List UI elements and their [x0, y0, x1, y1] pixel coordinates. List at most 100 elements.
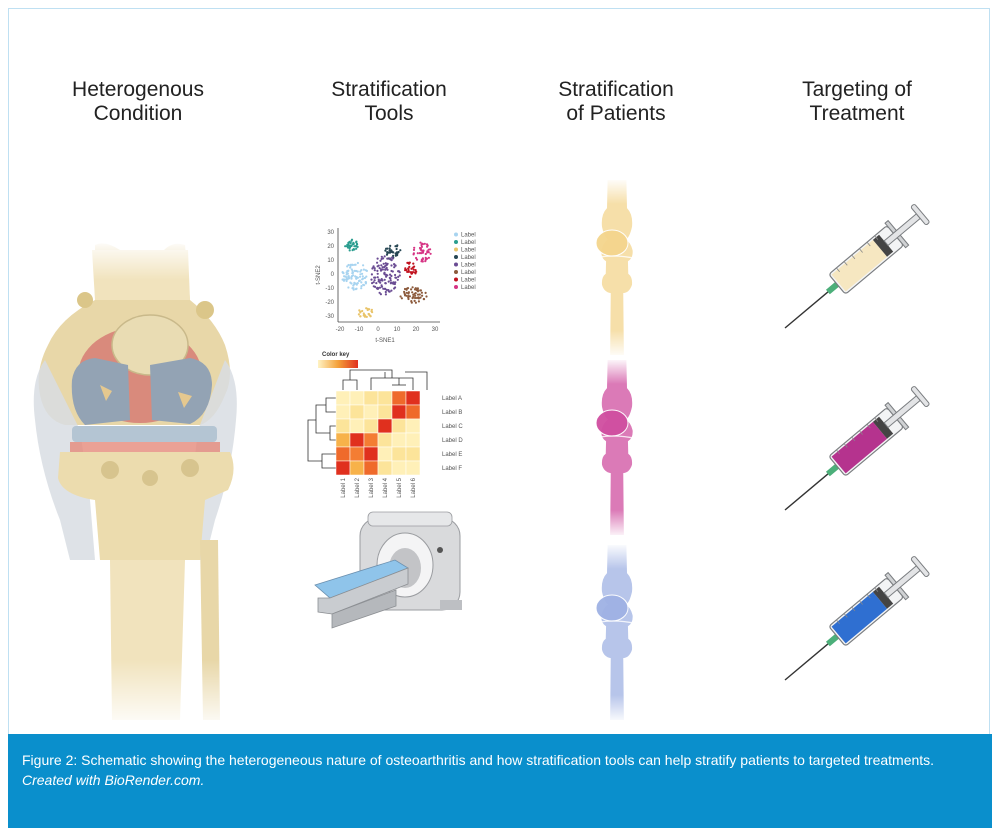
tsne-point: [371, 311, 373, 313]
tsne-point: [407, 295, 409, 297]
heatmap-cell: [392, 391, 406, 405]
heatmap-cell: [350, 391, 364, 405]
tsne-legend: LabelLabelLabelLabelLabelLabelLabelLabel: [454, 233, 476, 292]
tsne-point: [379, 282, 381, 284]
heatmap-column-dendrogram: [343, 370, 427, 390]
heatmap-col-label: Label 4: [383, 477, 389, 497]
syringe-needle: [785, 473, 829, 510]
tsne-point: [363, 269, 365, 271]
tsne-point: [346, 276, 348, 278]
tsne-point: [384, 255, 386, 257]
tsne-point: [363, 284, 365, 286]
tsne-point: [410, 300, 412, 302]
syringe-1: [775, 201, 933, 341]
tsne-legend-marker: [454, 263, 458, 267]
tsne-point: [415, 302, 417, 304]
tsne-x-tick-label: 30: [432, 327, 439, 333]
tsne-point: [352, 243, 354, 245]
heatmap-cell: [378, 461, 392, 475]
heatmap-cell: [392, 419, 406, 433]
tsne-point: [407, 287, 409, 289]
tsne-point: [404, 292, 406, 294]
tsne-point: [413, 253, 415, 255]
tsne-point: [422, 252, 424, 254]
tsne-point: [392, 257, 394, 259]
heatmap-cell: [364, 433, 378, 447]
tsne-point: [395, 265, 397, 267]
tsne-point: [399, 271, 401, 273]
heatmap-cell: [378, 433, 392, 447]
tsne-point: [372, 266, 374, 268]
heatmap-cell: [392, 405, 406, 419]
tsne-point: [426, 246, 428, 248]
tsne-point: [384, 282, 386, 284]
tsne-point: [370, 279, 372, 281]
tsne-point: [406, 262, 408, 264]
syringes: [775, 201, 933, 693]
tsne-point: [377, 287, 379, 289]
tsne-legend-label: Label: [461, 263, 476, 269]
heatmap-cell: [392, 461, 406, 475]
tsne-point: [389, 247, 391, 249]
tsne-point: [413, 249, 415, 251]
tsne-point: [347, 286, 349, 288]
tsne-point: [350, 242, 352, 244]
heatmap-cell: [378, 419, 392, 433]
tsne-legend-label: Label: [461, 255, 476, 261]
tsne-point: [346, 270, 348, 272]
tsne-point: [382, 257, 384, 259]
tsne-y-tick-label: -20: [325, 300, 334, 306]
tsne-point: [352, 264, 354, 266]
heatmap-cell: [406, 447, 420, 461]
tsne-point: [360, 269, 362, 271]
tsne-point: [384, 288, 386, 290]
tsne-point: [364, 277, 366, 279]
tsne-point: [374, 269, 376, 271]
tsne-legend-label: Label: [461, 233, 476, 239]
tsne-point: [389, 277, 391, 279]
tsne-point: [379, 292, 381, 294]
tsne-point: [414, 293, 416, 295]
tsne-point: [399, 249, 401, 251]
tsne-legend-marker: [454, 248, 458, 252]
tsne-point: [385, 291, 387, 293]
tsne-point: [396, 245, 398, 247]
heatmap-cell: [378, 391, 392, 405]
tsne-point: [394, 283, 396, 285]
tsne-point: [362, 264, 364, 266]
tsne-point: [415, 269, 417, 271]
tsne-point: [350, 240, 352, 242]
tsne-legend-label: Label: [461, 270, 476, 276]
tsne-point: [392, 270, 394, 272]
tsne-point: [418, 300, 420, 302]
tsne-point: [377, 273, 379, 275]
tsne-legend-marker: [454, 278, 458, 282]
tsne-point: [371, 273, 373, 275]
tsne-point: [352, 249, 354, 251]
figure-credit: Created with BioRender.com.: [22, 770, 978, 790]
tsne-point: [396, 248, 398, 250]
tsne-x-tick-label: 20: [413, 327, 420, 333]
heatmap-cell: [406, 405, 420, 419]
heatmap-cell: [364, 391, 378, 405]
heatmap-cells: [336, 391, 420, 475]
tsne-point: [360, 287, 362, 289]
heatmap-cell: [406, 433, 420, 447]
heatmap-cell: [364, 461, 378, 475]
heatmap-cell: [350, 447, 364, 461]
tsne-point: [353, 289, 355, 291]
tsne-point: [368, 313, 370, 315]
tsne-point: [416, 259, 418, 261]
tsne-point: [390, 282, 392, 284]
tsne-point: [407, 268, 409, 270]
mri-scanner-icon: [315, 512, 462, 628]
tsne-point: [350, 278, 352, 280]
tsne-point: [363, 312, 365, 314]
tsne-point: [355, 288, 357, 290]
tsne-point: [410, 271, 412, 273]
tsne-point: [351, 275, 353, 277]
syringe-3: [775, 553, 933, 693]
tsne-point: [385, 262, 387, 264]
tsne-legend-label: Label: [461, 240, 476, 246]
